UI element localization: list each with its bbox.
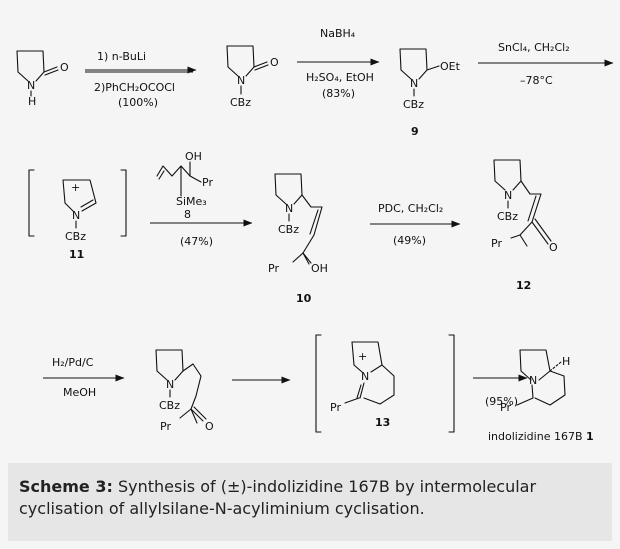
reagent-pr: Pr bbox=[202, 176, 213, 189]
keto-intermediate: N CBz Pr O bbox=[155, 349, 214, 433]
reagent-oh: OH bbox=[185, 150, 202, 163]
iminium-11: + N CBz 11 bbox=[28, 169, 127, 261]
arrow1-line3: (100%) bbox=[118, 96, 158, 109]
atom-n: N bbox=[529, 374, 537, 387]
compound-9: N OEt CBz 9 bbox=[399, 48, 461, 138]
arrow6-below: MeOH bbox=[63, 386, 96, 399]
caption-body: Synthesis of (±)-indolizidine 167B by in… bbox=[19, 477, 537, 518]
ncbz-pyrrolidinone: N O CBz bbox=[226, 45, 279, 109]
compound-9-label: 9 bbox=[411, 125, 419, 138]
arrow2-yield: (83%) bbox=[322, 87, 355, 100]
arrow2-above: NaBH₄ bbox=[320, 27, 356, 40]
atom-pr: Pr bbox=[500, 401, 511, 414]
arrow3-above: SnCl₄, CH₂Cl₂ bbox=[498, 41, 570, 54]
atom-o: O bbox=[270, 56, 279, 69]
indolizidine-167b: H N Pr indolizidine 167B 1 bbox=[488, 349, 594, 443]
arrow6-above: H₂/Pd/C bbox=[52, 356, 94, 369]
atom-pr: Pr bbox=[491, 237, 502, 250]
atom-o: O bbox=[60, 61, 69, 74]
arrow4-yield: (47%) bbox=[180, 235, 213, 248]
arrow-step5: PDC, CH₂Cl₂ (49%) bbox=[370, 202, 461, 247]
arrow8-yield: (95%) bbox=[485, 395, 518, 408]
arrow1-line2: 2)PhCH₂OCOCl bbox=[94, 81, 175, 94]
atom-n: N bbox=[237, 74, 245, 87]
atom-n: N bbox=[27, 79, 35, 92]
atom-o: O bbox=[549, 241, 558, 254]
caption: Scheme 3: Synthesis of (±)-indolizidine … bbox=[19, 476, 604, 520]
arrow3-below: –78°C bbox=[520, 74, 553, 87]
atom-pr: Pr bbox=[330, 401, 341, 414]
reagent-si: SiMe₃ bbox=[176, 195, 207, 208]
iminium-13: + N Pr 13 bbox=[315, 334, 455, 433]
atom-cbz: CBz bbox=[278, 223, 299, 236]
compound-10-label: 10 bbox=[296, 292, 312, 305]
charge-plus: + bbox=[71, 181, 80, 194]
arrow-step1: 1) n-BuLi 2)PhCH₂OCOCl (100%) bbox=[85, 50, 197, 109]
arrow-step3: SnCl₄, CH₂Cl₂ –78°C bbox=[478, 41, 614, 87]
compound-11-label: 11 bbox=[69, 248, 84, 261]
atom-n: N bbox=[504, 189, 512, 202]
reagent-number: 8 bbox=[184, 208, 191, 221]
arrow5-above: PDC, CH₂Cl₂ bbox=[378, 202, 443, 215]
atom-oh: OH bbox=[311, 262, 328, 275]
compound-10: N CBz Pr OH 10 bbox=[268, 173, 328, 305]
pyrrolidinone: N H O bbox=[16, 50, 69, 108]
compound-13-label: 13 bbox=[375, 416, 390, 429]
caption-label: Scheme 3: bbox=[19, 477, 113, 496]
stereo-h: H bbox=[562, 355, 570, 368]
caption-box: Scheme 3: Synthesis of (±)-indolizidine … bbox=[8, 463, 612, 541]
atom-n: N bbox=[410, 77, 418, 90]
arrow-step8: (95%) bbox=[473, 374, 528, 408]
arrow5-yield: (49%) bbox=[393, 234, 426, 247]
final-compound-number: 1 bbox=[586, 430, 594, 443]
atom-cbz: CBz bbox=[65, 230, 86, 243]
atom-h: H bbox=[28, 95, 36, 108]
atom-cbz: CBz bbox=[497, 210, 518, 223]
atom-n: N bbox=[72, 209, 80, 222]
atom-cbz: CBz bbox=[230, 96, 251, 109]
atom-n: N bbox=[361, 370, 369, 383]
compound-12: N CBz Pr O 12 bbox=[491, 159, 558, 292]
arrow-step4: OH Pr SiMe₃ 8 (47%) bbox=[150, 150, 253, 248]
charge-plus: + bbox=[358, 350, 367, 363]
compound-12-label: 12 bbox=[516, 279, 531, 292]
atom-oet: OEt bbox=[440, 60, 461, 73]
arrow2-below: H₂SO₄, EtOH bbox=[306, 71, 374, 84]
atom-pr: Pr bbox=[160, 420, 171, 433]
reaction-scheme: N H O 1) n-BuLi 2)PhCH₂OCOCl (100%) N O … bbox=[16, 27, 614, 443]
arrow-step2: NaBH₄ H₂SO₄, EtOH (83%) bbox=[297, 27, 380, 100]
atom-pr: Pr bbox=[268, 262, 279, 275]
atom-o: O bbox=[205, 420, 214, 433]
atom-cbz: CBz bbox=[403, 98, 424, 111]
atom-n: N bbox=[166, 378, 174, 391]
atom-cbz: CBz bbox=[159, 399, 180, 412]
arrow-step6: H₂/Pd/C MeOH bbox=[43, 356, 125, 399]
atom-n: N bbox=[285, 202, 293, 215]
arrow1-line1: 1) n-BuLi bbox=[97, 50, 146, 63]
final-compound-name: indolizidine 167B bbox=[488, 430, 583, 443]
